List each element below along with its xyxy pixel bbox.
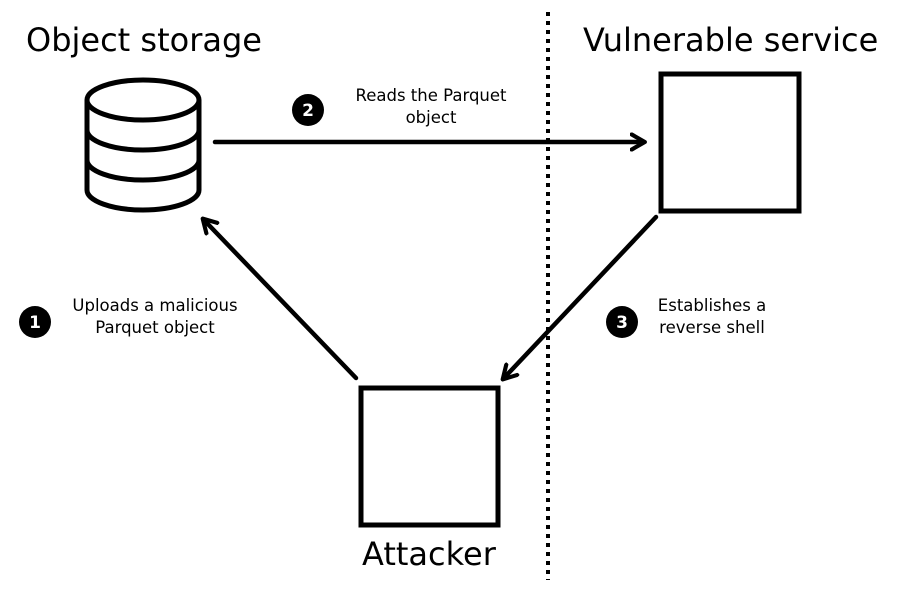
attacker-box-icon [358,385,501,528]
step-label-3-line-1: Establishes a [657,296,767,315]
step-label-3: Establishes a reverse shell [640,295,784,339]
step-label-1-line-2: Parquet object [95,318,215,337]
step-label-3-line-2: reverse shell [659,318,765,337]
step-number-2: 2 [302,101,314,121]
step-badge-3: 3 [606,306,638,338]
step-badge-1: 1 [19,306,51,338]
step-label-2-line-1: Reads the Parquet [355,86,507,105]
arrow-service-to-attacker [504,214,659,378]
arrow-attacker-to-storage [204,220,359,381]
step-number-1: 1 [29,313,41,333]
attacker-title: Attacker [362,535,496,573]
step-number-3: 3 [616,313,628,333]
service-box-icon [658,71,802,214]
step-label-1: Uploads a malicious Parquet object [56,295,254,339]
database-icon [84,77,202,213]
object-storage-title: Object storage [26,21,262,59]
step-badge-2: 2 [292,94,324,126]
vulnerable-service-title: Vulnerable service [583,21,879,59]
step-label-2-line-2: object [405,108,457,127]
step-label-1-line-1: Uploads a malicious [72,296,238,315]
step-label-2: Reads the Parquet object [336,85,526,129]
